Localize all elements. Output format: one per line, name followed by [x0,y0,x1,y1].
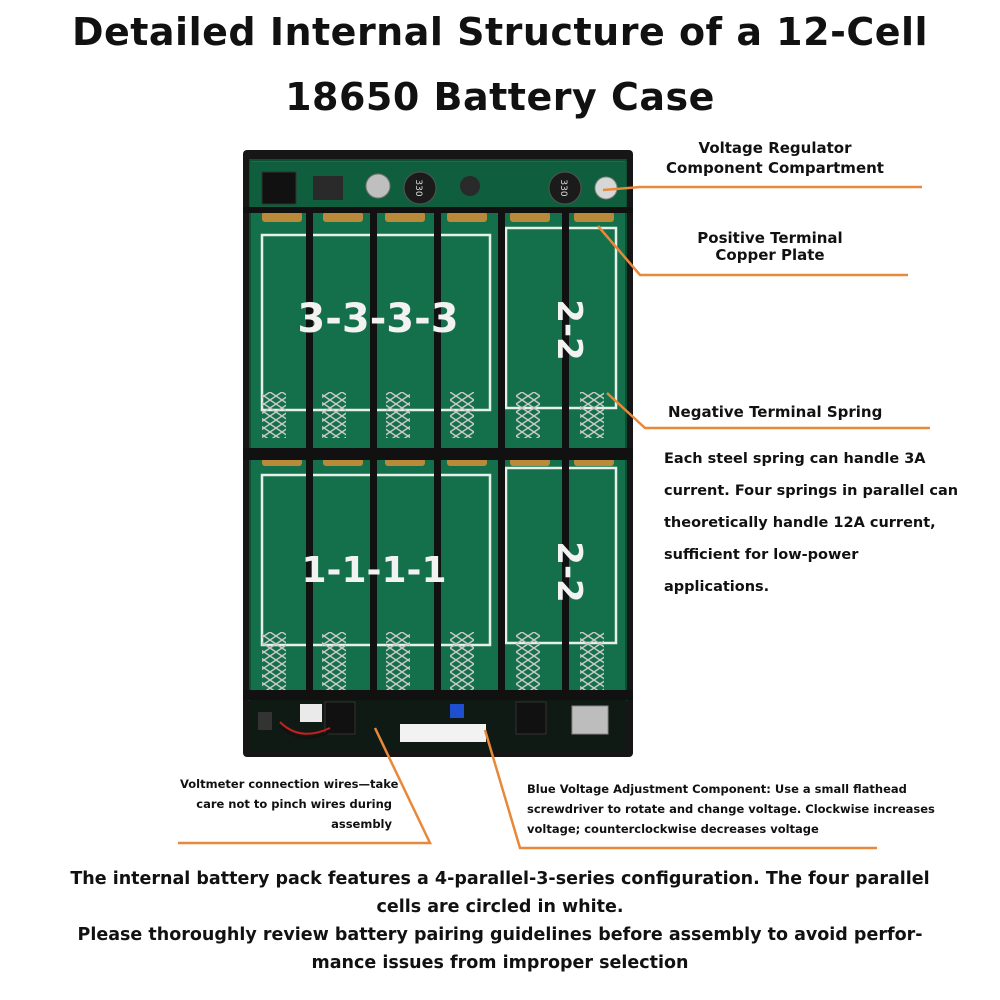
footer-line-3: Please thoroughly review battery pairing… [77,925,923,945]
negative-terminal-springs [262,392,604,690]
silkscreen-side-top: 2-2 [549,299,589,360]
footer-line-1: The internal battery pack features a 4-p… [70,869,930,889]
callout-voltmeter-wires-line-1: Voltmeter connection wires—take [180,777,399,791]
callout-voltage-regulator-line2: Component Compartment [666,159,884,177]
spring-description-line-1: Each steel spring can handle 3A [664,451,926,467]
footer-line-4: mance issues from improper selection [311,953,689,973]
footer-text: The internal battery pack features a 4-p… [0,865,1000,977]
title-line-1: Detailed Internal Structure of a 12-Cell [71,10,929,54]
spring-description: Each steel spring can handle 3A current.… [664,443,958,603]
title-line-2: 18650 Battery Case [285,75,715,119]
callout-blue-adjustment-line-1: Blue Voltage Adjustment Component: Use a… [527,782,907,796]
footer-line-2: cells are circled in white. [376,897,624,917]
callout-blue-adjustment-line-2: screwdriver to rotate and change voltage… [527,802,935,816]
holder-frame [243,207,633,700]
spring-description-line-3: theoretically handle 12A current, [664,515,936,531]
spring-description-line-5: applications. [664,579,770,595]
callout-voltmeter-wires-line-3: assembly [331,817,392,831]
inductor-marking-right: 330 [558,179,568,196]
callout-blue-adjustment: Blue Voltage Adjustment Component: Use a… [527,779,935,839]
callout-positive-terminal: Positive Terminal Copper Plate [694,230,846,264]
callout-voltage-regulator: Voltage Regulator Component Compartment [664,138,886,178]
callout-lines [178,185,930,850]
callout-voltmeter-wires-line-2: care not to pinch wires during [196,797,392,811]
blue-potentiometer [450,704,464,718]
callout-voltmeter-wires: Voltmeter connection wires—take care not… [180,774,399,834]
silkscreen-top-series: 3-3-3-3 [297,296,458,342]
spring-description-line-4: sufficient for low-power [664,547,859,563]
callout-negative-spring: Negative Terminal Spring [668,403,883,421]
callout-voltage-regulator-line1: Voltage Regulator [698,139,852,157]
voltage-regulator-compartment [250,162,626,208]
bottom-connector-strip [250,700,626,752]
inductor-marking-left: 330 [413,179,423,196]
callout-blue-adjustment-line-3: voltage; counterclockwise decreases volt… [527,822,819,836]
silkscreen-bottom-series: 1-1-1-1 [301,550,446,591]
silkscreen-side-bottom: 2-2 [549,541,589,602]
spring-description-line-2: current. Four springs in parallel can [664,483,959,499]
callout-positive-terminal-line2: Copper Plate [715,246,825,264]
callout-positive-terminal-line1: Positive Terminal [697,229,843,247]
